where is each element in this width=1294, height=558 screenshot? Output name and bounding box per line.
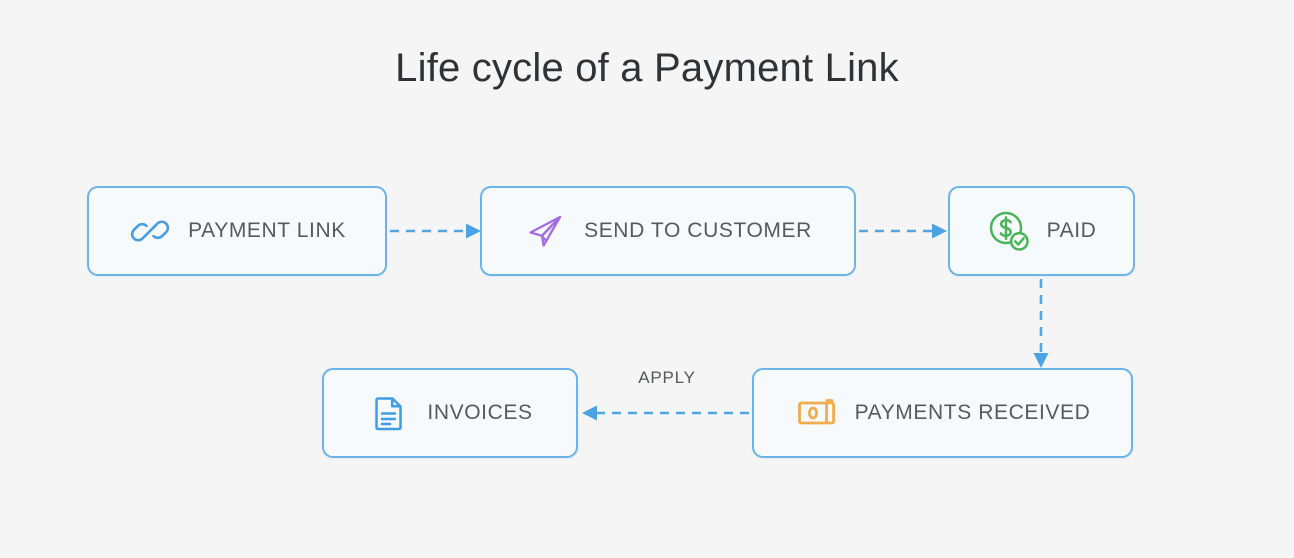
connector-paid-to-payments (1033, 279, 1049, 368)
node-label-payment-link: PAYMENT LINK (188, 219, 346, 242)
node-paid[interactable]: PAID (948, 186, 1135, 276)
connector-label-apply: APPLY (638, 368, 696, 387)
node-payments-received[interactable]: PAYMENTS RECEIVED (752, 368, 1133, 458)
link-icon (128, 209, 172, 253)
connector-payment-link-to-send (390, 223, 481, 239)
node-label-payments-received: PAYMENTS RECEIVED (854, 401, 1091, 424)
node-invoices[interactable]: INVOICES (322, 368, 578, 458)
page-title: Life cycle of a Payment Link (395, 46, 899, 90)
document-icon (367, 391, 411, 435)
node-label-paid: PAID (1046, 219, 1097, 242)
connector-send-to-paid (859, 223, 947, 239)
banknote-icon (795, 391, 839, 435)
connector-payments-to-invoices (582, 405, 749, 421)
node-label-send-to-customer: SEND TO CUSTOMER (584, 219, 812, 242)
node-label-invoices: INVOICES (427, 401, 533, 424)
node-payment-link[interactable]: PAYMENT LINK (87, 186, 387, 276)
node-send-to-customer[interactable]: SEND TO CUSTOMER (480, 186, 856, 276)
paid-icon (987, 209, 1031, 253)
send-icon (524, 209, 568, 253)
